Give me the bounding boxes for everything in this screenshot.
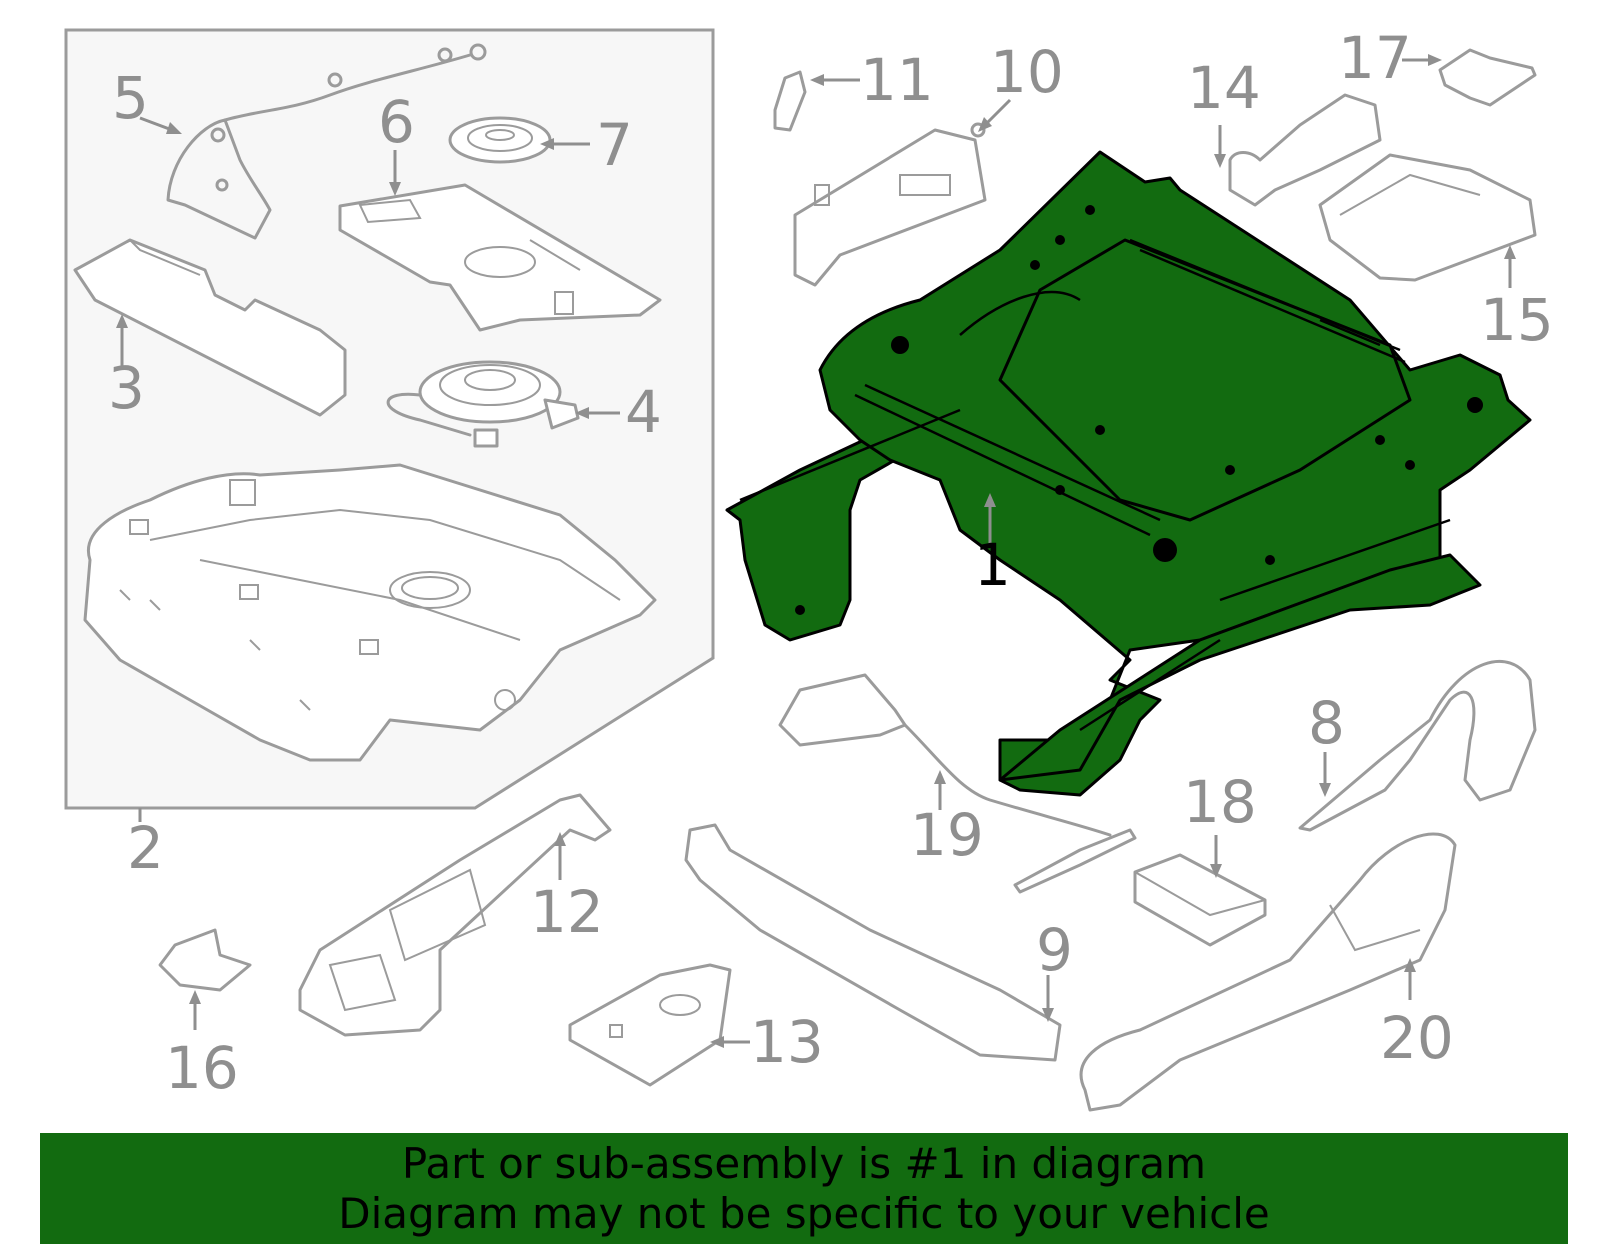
callout-6: 6 bbox=[378, 88, 415, 156]
part-18-box[interactable] bbox=[1133, 853, 1267, 947]
callout-5: 5 bbox=[112, 64, 149, 132]
banner-line-2: Diagram may not be specific to your vehi… bbox=[338, 1188, 1270, 1238]
part-20-shield[interactable] bbox=[1079, 832, 1457, 1112]
part-15-cover[interactable] bbox=[1318, 153, 1537, 282]
part-6-panel[interactable] bbox=[338, 183, 662, 332]
part-19-cable[interactable] bbox=[778, 673, 1137, 894]
part-11-cap[interactable] bbox=[773, 70, 807, 132]
callout-13: 13 bbox=[750, 1008, 824, 1076]
part-13-bracket[interactable] bbox=[568, 963, 732, 1087]
part-10-module[interactable] bbox=[793, 122, 987, 287]
part-1-seat-frame[interactable] bbox=[725, 150, 1532, 797]
callout-14: 14 bbox=[1187, 54, 1261, 122]
part-12-rail-cover[interactable] bbox=[298, 793, 612, 1037]
part-8-trim[interactable] bbox=[1298, 660, 1537, 832]
part-14-bracket[interactable] bbox=[1228, 93, 1382, 207]
part-9-bar[interactable] bbox=[684, 823, 1062, 1062]
part-17-clip[interactable] bbox=[1438, 48, 1537, 107]
info-banner: Part or sub-assembly is #1 in diagram Di… bbox=[40, 1133, 1568, 1244]
callout-10: 10 bbox=[990, 38, 1064, 106]
callout-9: 9 bbox=[1036, 916, 1073, 984]
callout-11: 11 bbox=[860, 46, 934, 114]
callout-17: 17 bbox=[1338, 24, 1412, 92]
part-5-harness[interactable] bbox=[166, 43, 487, 240]
callout-2: 2 bbox=[127, 814, 164, 882]
callout-12: 12 bbox=[530, 878, 604, 946]
part-4-coil[interactable] bbox=[386, 360, 580, 448]
callout-8: 8 bbox=[1308, 689, 1345, 757]
callout-1: 1 bbox=[974, 531, 1011, 599]
banner-line-1: Part or sub-assembly is #1 in diagram bbox=[401, 1138, 1207, 1188]
callout-20: 20 bbox=[1380, 1004, 1454, 1072]
part-16-bracket[interactable] bbox=[158, 928, 252, 992]
callout-7: 7 bbox=[596, 111, 633, 179]
callout-leaders bbox=[116, 54, 1516, 1048]
callout-3: 3 bbox=[108, 354, 145, 422]
callout-15: 15 bbox=[1480, 286, 1554, 354]
callout-4: 4 bbox=[625, 378, 662, 446]
frame-right-rail bbox=[998, 553, 1482, 782]
callout-18: 18 bbox=[1183, 768, 1257, 836]
callout-labels: 1 2 3 4 5 6 7 8 9 10 11 12 13 14 15 16 1… bbox=[108, 24, 1554, 1102]
part-3-strip[interactable] bbox=[73, 238, 347, 417]
part-2-cushion-pan[interactable] bbox=[83, 463, 657, 762]
part-7-grommet[interactable] bbox=[448, 116, 552, 164]
callout-16: 16 bbox=[165, 1034, 239, 1102]
callout-19: 19 bbox=[910, 801, 984, 869]
